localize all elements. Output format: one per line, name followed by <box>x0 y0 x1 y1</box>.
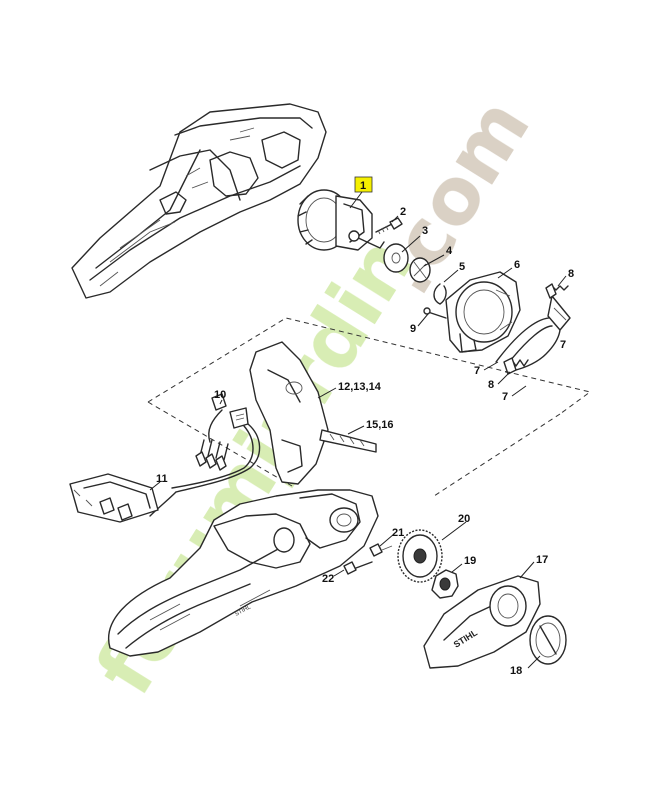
callout-15-16: 15,16 <box>366 419 394 431</box>
callout-8-bottom: 8 <box>488 379 494 391</box>
clutch-4 <box>409 257 431 283</box>
connector-block-11 <box>69 473 159 523</box>
callout-1: 1 <box>360 180 366 192</box>
callout-7-c: 7 <box>560 339 566 351</box>
callout-22: 22 <box>322 573 334 585</box>
callout-10: 10 <box>214 389 226 401</box>
callout-7-b: 7 <box>502 391 508 403</box>
callout-17: 17 <box>536 554 548 566</box>
brake-band-7 <box>495 295 571 373</box>
sprocket-19 <box>431 569 459 599</box>
callout-7-a: 7 <box>474 365 480 377</box>
lower-housing: STIHL <box>107 489 379 657</box>
bolt-21 <box>369 543 393 557</box>
chain-rail-15 <box>319 429 377 453</box>
callout-8-top: 8 <box>568 268 574 280</box>
knob-18 <box>529 615 567 665</box>
callout-18: 18 <box>510 665 522 677</box>
guide-bar-12 <box>249 341 329 485</box>
spring-8-bottom <box>503 357 529 375</box>
callout-19: 19 <box>464 555 476 567</box>
callout-21: 21 <box>392 527 404 539</box>
motor-armature <box>297 189 385 251</box>
callout-5: 5 <box>459 261 465 273</box>
callout-20: 20 <box>458 513 470 525</box>
gear-20 <box>397 529 443 583</box>
brake-housing-6 <box>445 271 521 353</box>
washer-3 <box>383 243 409 273</box>
callout-4: 4 <box>446 245 453 257</box>
switch-10 <box>211 393 249 429</box>
watermark-text-ext: .com <box>360 84 548 310</box>
callout-1-highlight <box>354 176 373 193</box>
pin-9 <box>423 307 447 319</box>
callout-labels: 1 2 3 4 5 6 8 9 7 8 7 7 10 12,13,14 15,1… <box>156 180 574 677</box>
callout-9: 9 <box>410 323 416 335</box>
callout-11: 11 <box>156 473 168 485</box>
sprocket-cover-17: STIHL <box>423 575 541 669</box>
spring-8-top <box>545 283 569 299</box>
upper-housing <box>71 103 327 299</box>
bolt-22 <box>343 561 373 575</box>
spring-clip-5 <box>433 283 447 305</box>
callout-2: 2 <box>400 206 406 218</box>
callout-12-13-14: 12,13,14 <box>338 381 382 393</box>
callout-3: 3 <box>422 225 428 237</box>
wiring-harness-11 <box>149 409 261 517</box>
callout-6: 6 <box>514 259 520 271</box>
leader-lines <box>149 191 567 669</box>
